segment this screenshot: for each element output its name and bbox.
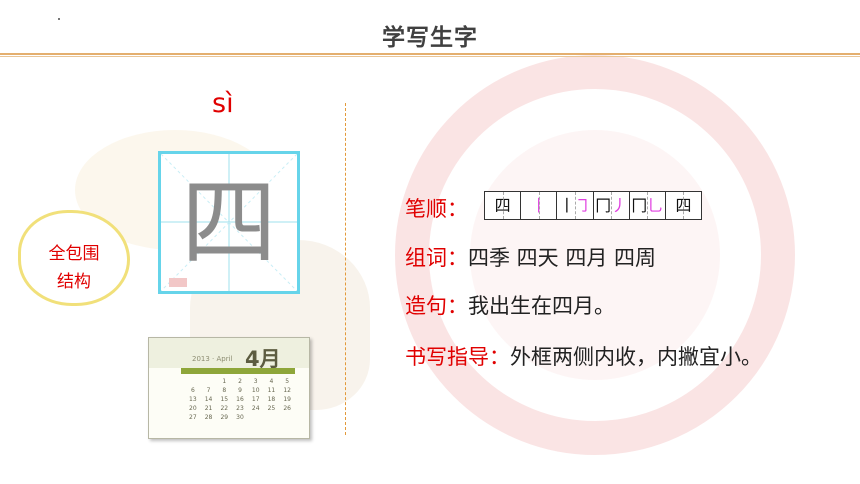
- calendar-day: 13: [189, 396, 197, 403]
- calendar-day: 11: [267, 387, 276, 394]
- guide-row: 书写指导：外框两侧内收，内撇宜小。: [405, 341, 762, 371]
- stroke-step: 丨: [521, 192, 558, 219]
- calendar-day: 6: [190, 387, 195, 394]
- character-glyph: 四: [181, 167, 277, 279]
- stroke-step: 丨㇆: [557, 192, 594, 219]
- words-row: 组词：四季 四天 四月 四周: [405, 242, 656, 272]
- calendar-day: 26: [283, 405, 291, 412]
- stroke-order-row: 笔顺：: [405, 193, 468, 223]
- calendar-day: 27: [189, 414, 197, 421]
- calendar-day: 23: [236, 405, 244, 412]
- calendar-day: 24: [251, 405, 260, 412]
- structure-badge-text: 全包围 结构: [18, 240, 130, 296]
- stroke-step-new-stroke: 丿: [611, 196, 628, 215]
- calendar-day: 9: [238, 387, 242, 394]
- structure-badge: [18, 210, 130, 306]
- stroke-order-strip: 四丨丨㇆冂丿冂乚四: [484, 191, 702, 220]
- structure-line-2: 结构: [57, 272, 91, 292]
- calendar-day: 29: [220, 414, 229, 421]
- guide-label: 书写指导：: [405, 345, 510, 369]
- calendar-month: 4月: [245, 347, 281, 371]
- sentence-row: 造句：我出生在四月。: [405, 290, 615, 320]
- stroke-step-new-stroke: 乚: [647, 196, 664, 215]
- decorative-dot: [58, 18, 60, 20]
- stroke-step-new-stroke: ㇆: [574, 196, 591, 215]
- stroke-step: 四: [666, 192, 701, 219]
- calendar-day: 3: [253, 378, 258, 385]
- stroke-step-glyph: 冂: [631, 196, 648, 215]
- calendar-day: 1: [222, 378, 227, 385]
- stroke-step-glyph: 四: [494, 196, 511, 215]
- page-title: 学写生字: [382, 25, 478, 51]
- calendar-day: 2: [238, 378, 242, 385]
- calendar-day: 8: [222, 387, 227, 394]
- calendar-day: 16: [236, 396, 244, 403]
- words-text: 四季 四天 四月 四周: [468, 246, 657, 270]
- calendar-day: 20: [189, 405, 197, 412]
- calendar-day: 28: [204, 414, 213, 421]
- stroke-step: 冂乚: [630, 192, 666, 219]
- calendar-day: 22: [220, 405, 229, 412]
- calendar-day: 21: [204, 405, 213, 412]
- sentence-text: 我出生在四月。: [468, 294, 615, 318]
- guide-text: 外框两侧内收，内撇宜小。: [510, 345, 762, 369]
- calendar-day: 10: [251, 387, 260, 394]
- stroke-step-new-stroke: 丨: [530, 196, 547, 215]
- stroke-step: 冂丿: [594, 192, 630, 219]
- stroke-step-glyph: 丨: [558, 196, 575, 215]
- calendar-day: 30: [236, 414, 244, 421]
- stroke-step-glyph: 四: [675, 196, 692, 215]
- calendar-day: 12: [283, 387, 291, 394]
- calendar-day: 17: [251, 396, 260, 403]
- stroke-order-label: 笔顺：: [405, 197, 468, 221]
- character-grid: 四: [158, 151, 300, 294]
- words-label: 组词：: [405, 246, 468, 270]
- calendar-year: 2013 · April: [192, 355, 233, 363]
- calendar-day: 5: [285, 378, 290, 385]
- calendar-day: 7: [206, 387, 211, 394]
- calendar-day: 4: [269, 378, 274, 385]
- background-clock-face: [470, 130, 720, 380]
- title-underline: [0, 53, 860, 57]
- grid-guide-lines: [161, 154, 297, 291]
- sentence-label: 造句：: [405, 294, 468, 318]
- vertical-divider: [345, 103, 346, 435]
- calendar-day: 18: [267, 396, 276, 403]
- structure-line-1: 全包围: [48, 244, 100, 264]
- calendar-day: 25: [267, 405, 276, 412]
- calendar-weekday-bar: [181, 368, 295, 374]
- stroke-step: 四: [485, 192, 522, 219]
- calendar-day: [185, 378, 201, 385]
- calendar-day: 14: [204, 396, 213, 403]
- calendar-header: [149, 338, 309, 368]
- seal-stamp: [169, 278, 187, 287]
- calendar-day: 19: [283, 396, 291, 403]
- pinyin-label: sì: [212, 88, 234, 119]
- stroke-step-glyph: 冂: [595, 196, 612, 215]
- calendar-day: 15: [220, 396, 229, 403]
- calendar-day: [201, 378, 217, 385]
